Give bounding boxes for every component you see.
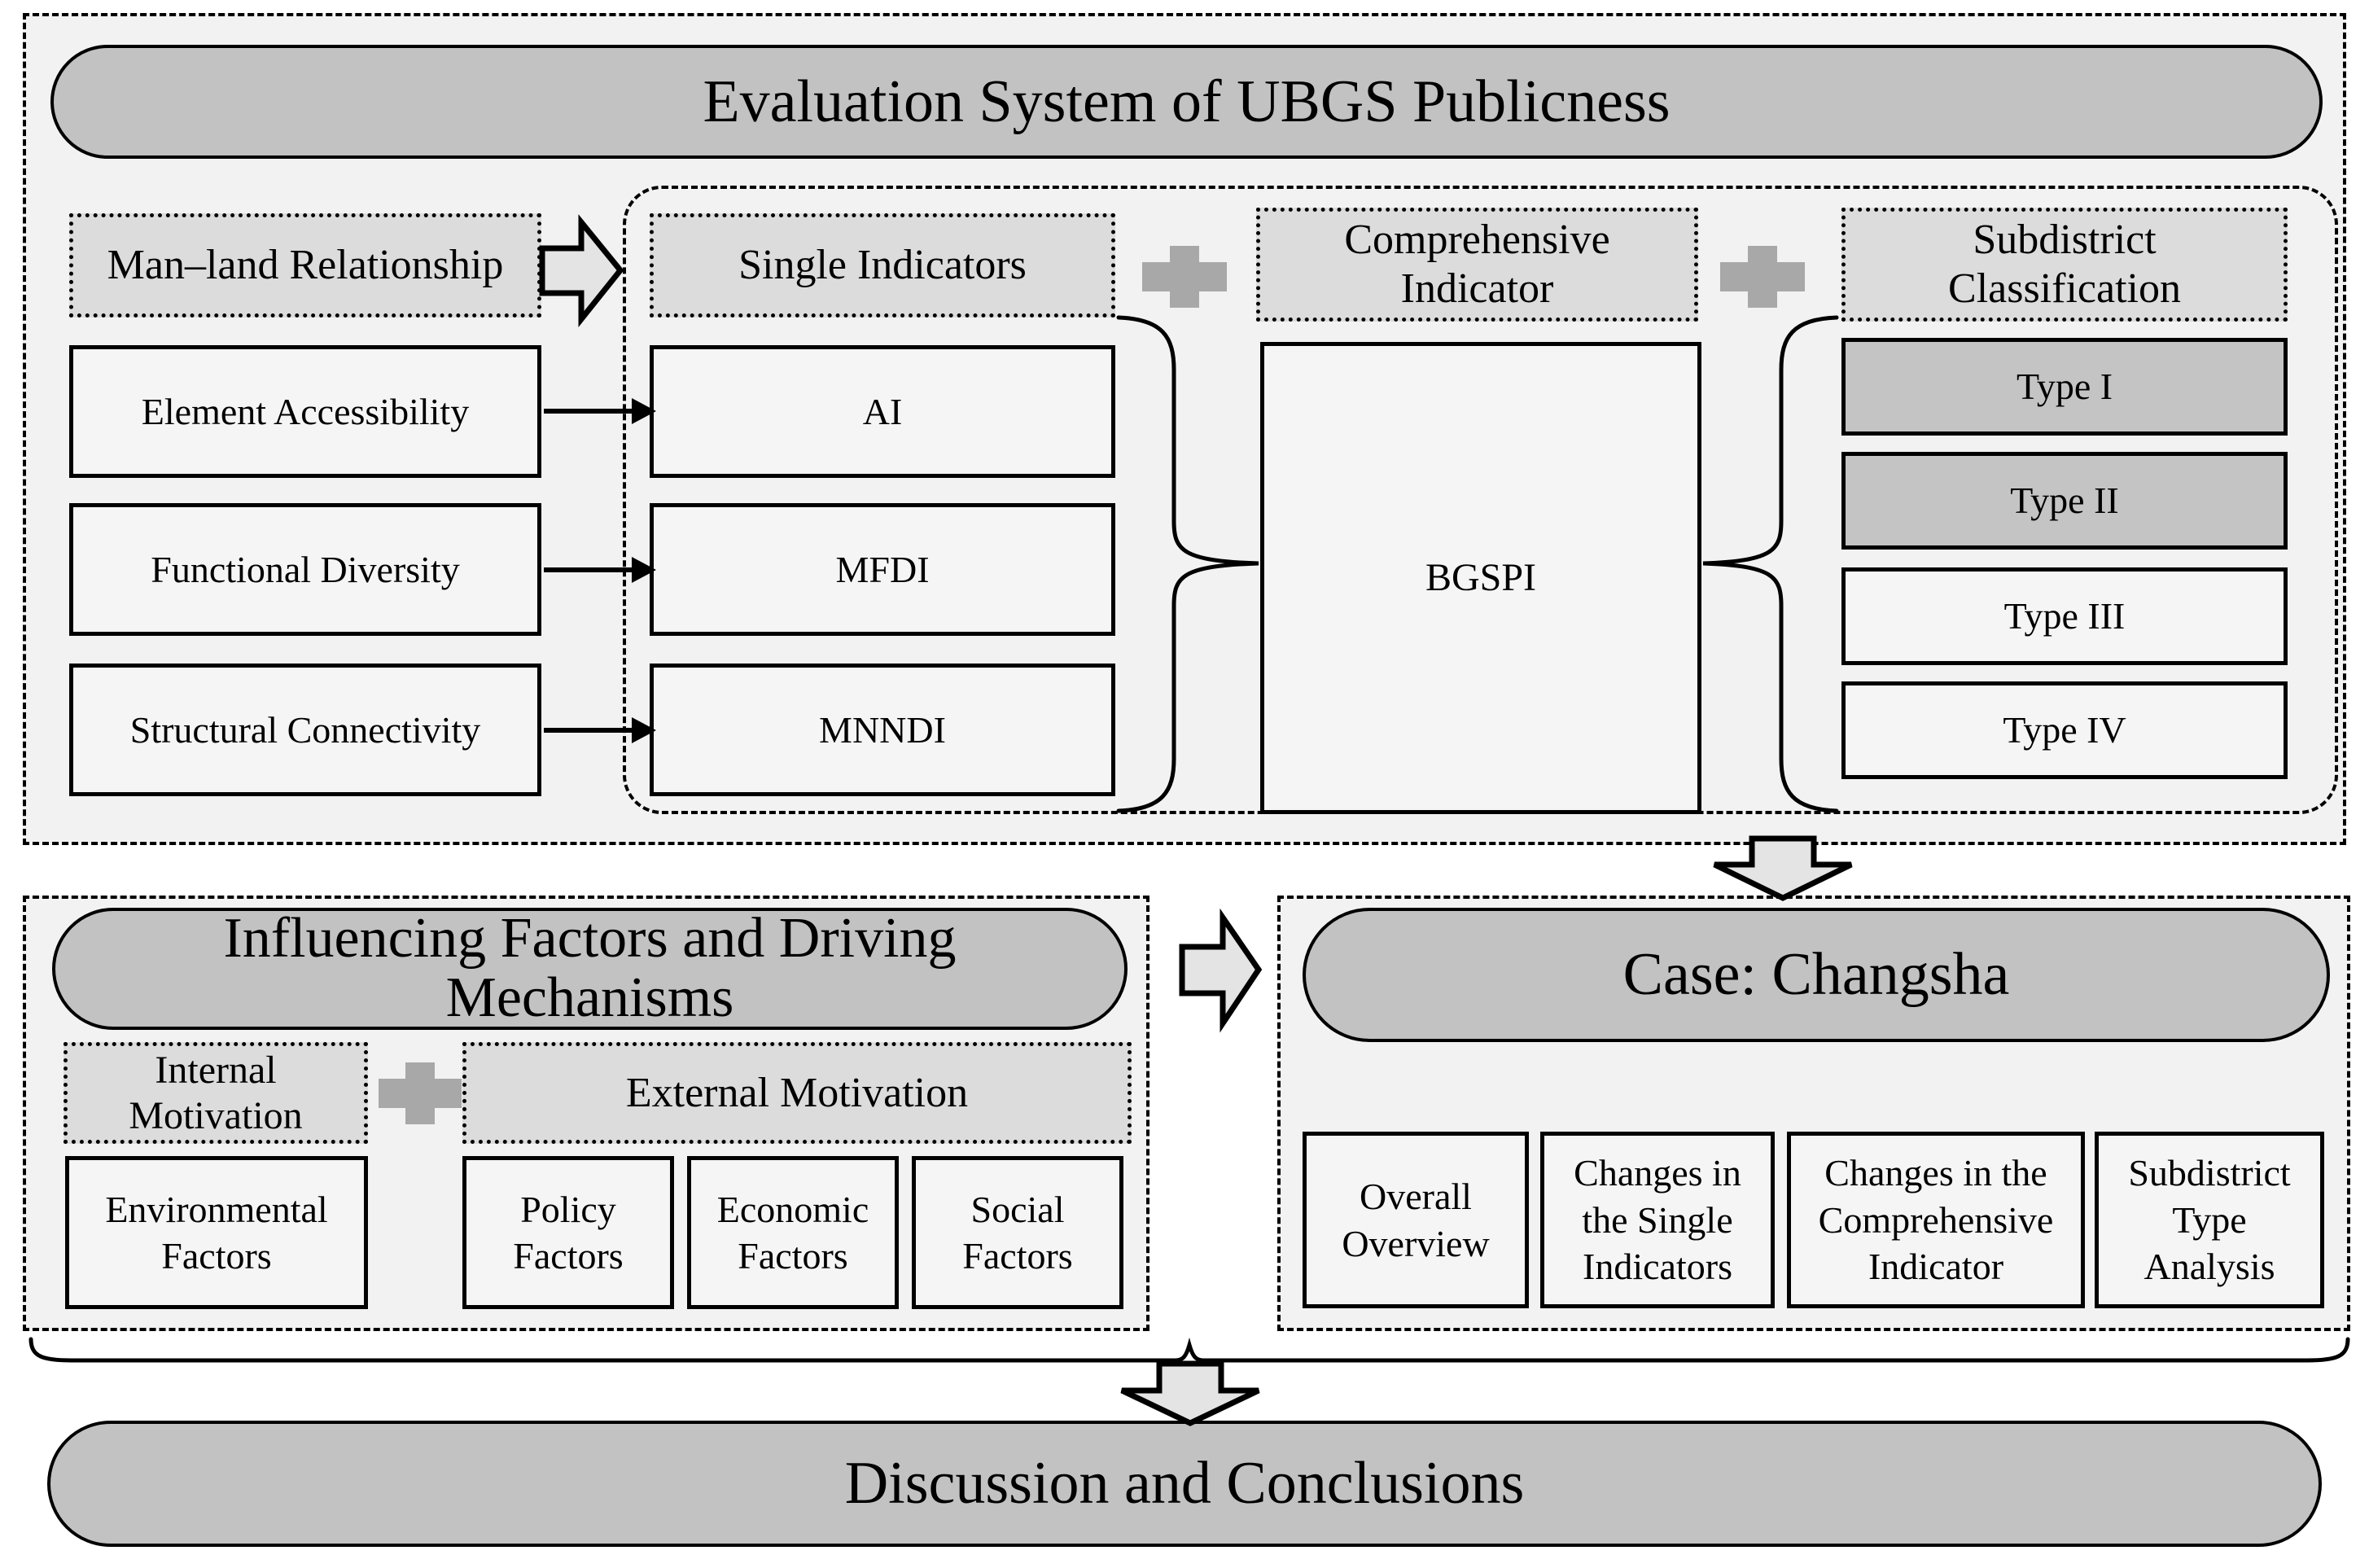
dimension-box-accessibility: Element Accessibility [69,345,541,478]
case-title-pill: Case: Changsha [1303,908,2330,1042]
case-section-label: Changes in the Single Indicators [1574,1152,1741,1288]
internal-motivation-header: Internal Motivation [63,1042,368,1144]
type-box-1: Type I [1841,338,2288,436]
conclusion-title: Discussion and Conclusions [844,1450,1525,1518]
environmental-factors-box: Environmental Factors [65,1156,368,1309]
factor-label: Environmental Factors [105,1188,328,1277]
case-title: Case: Changsha [1622,941,2010,1009]
factor-label: Economic Factors [716,1188,869,1277]
influencing-title: Influencing Factors and Driving Mechanis… [223,907,957,1029]
single-indicators-header: Single Indicators [650,213,1115,318]
case-box-overview: Overall Overview [1303,1132,1529,1308]
block-arrow-right-icon [1179,908,1263,1033]
external-motivation-header: External Motivation [462,1042,1132,1144]
factor-label: Social Factors [962,1188,1073,1277]
indicator-box-ai: AI [650,345,1115,478]
case-section-label: Overall Overview [1342,1176,1490,1264]
type-label: Type IV [2003,709,2126,751]
man-land-header: Man–land Relationship [69,213,541,318]
dimension-label: Element Accessibility [141,390,470,432]
type-label: Type II [2010,480,2119,522]
block-arrow-down-icon [1120,1360,1260,1426]
plus-icon [1720,246,1805,308]
indicator-label: MFDI [835,548,930,590]
subdistrict-classification-label: Subdistrict Classification [1948,217,2181,312]
social-factors-box: Social Factors [912,1156,1123,1309]
case-box-comprehensive-indicator: Changes in the Comprehensive Indicator [1787,1132,2085,1308]
evaluation-title: Evaluation System of UBGS Publicness [703,68,1671,135]
indicator-box-mnndi: MNNDI [650,664,1115,796]
case-section-label: Subdistrict Type Analysis [2128,1152,2291,1288]
plus-icon [379,1062,462,1124]
comprehensive-indicator-header: Comprehensive Indicator [1256,208,1698,322]
type-label: Type I [2016,366,2113,408]
indicator-label: AI [862,390,903,432]
conclusion-pill: Discussion and Conclusions [47,1421,2322,1547]
type-label: Type III [2003,595,2126,637]
case-box-single-indicators: Changes in the Single Indicators [1540,1132,1775,1308]
bgspi-box: BGSPI [1260,342,1701,814]
plus-icon [1142,246,1227,308]
type-box-2: Type II [1841,452,2288,550]
policy-factors-box: Policy Factors [462,1156,674,1309]
influencing-title-pill: Influencing Factors and Driving Mechanis… [52,908,1128,1030]
factor-label: Policy Factors [513,1188,624,1277]
man-land-label: Man–land Relationship [107,242,504,289]
evaluation-title-pill: Evaluation System of UBGS Publicness [50,45,2323,159]
bottom-brace-icon [28,1337,2350,1363]
dimension-label: Structural Connectivity [129,708,481,751]
economic-factors-box: Economic Factors [687,1156,899,1309]
dimension-box-diversity: Functional Diversity [69,503,541,636]
type-box-4: Type IV [1841,681,2288,779]
comprehensive-indicator-label: Comprehensive Indicator [1344,217,1610,312]
dimension-label: Functional Diversity [151,548,460,590]
case-box-subdistrict-type: Subdistrict Type Analysis [2095,1132,2324,1308]
case-section-label: Changes in the Comprehensive Indicator [1818,1152,2054,1288]
indicator-box-mfdi: MFDI [650,503,1115,636]
block-arrow-down-icon [1713,835,1853,901]
indicator-label: MNNDI [819,708,946,751]
single-indicators-label: Single Indicators [738,242,1027,289]
external-motivation-label: External Motivation [625,1069,969,1116]
type-box-3: Type III [1841,567,2288,665]
bgspi-label: BGSPI [1425,556,1537,599]
dimension-box-connectivity: Structural Connectivity [69,664,541,796]
subdistrict-classification-header: Subdistrict Classification [1841,208,2288,322]
internal-motivation-label: Internal Motivation [129,1049,303,1137]
